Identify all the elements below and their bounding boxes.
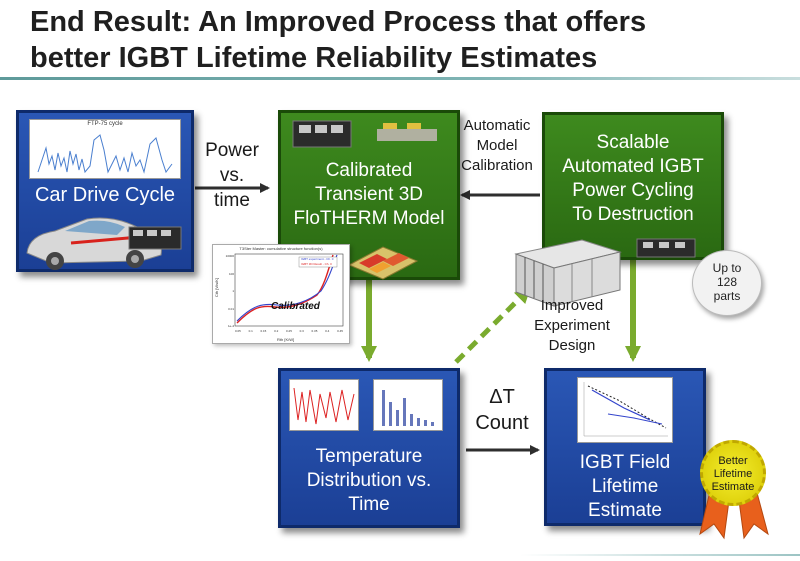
- improved-design-label: Improved Experiment Design: [522, 296, 622, 356]
- drive-cycle-waveform: [37, 134, 173, 174]
- temperature-distribution-label: Temperature Distribution vs. Time: [281, 445, 457, 517]
- car-drive-cycle-box: FTP-75 cycle Car Drive Cycle: [16, 110, 194, 272]
- power-vs-time-line-3: time: [214, 190, 250, 211]
- power-cycling-line-2: Automated IGBT: [562, 156, 704, 177]
- parts-capacity-sticker: Up to 128 parts: [692, 250, 762, 316]
- y-tick: 0.01: [228, 306, 234, 311]
- temperature-distribution-line-3: Time: [348, 494, 390, 515]
- x-tick: 0.3: [299, 329, 304, 333]
- automatic-calibration-label: Automatic Model Calibration: [448, 116, 546, 176]
- temperature-time-plot: [289, 379, 359, 431]
- structure-plot-xlabel: Rth [K/W]: [277, 337, 295, 342]
- improved-design-line-2: Experiment: [534, 317, 610, 334]
- structure-plot-y-ticks: 10000 100 1 0.01 1e-4: [215, 254, 234, 328]
- power-cycling-line-1: Scalable: [596, 132, 670, 153]
- delta-t-histogram: [373, 379, 443, 431]
- temperature-distribution-box: Temperature Distribution vs. Time: [278, 368, 460, 528]
- x-tick: 0.45: [337, 329, 343, 333]
- power-cycling-rack-illustration: [514, 239, 622, 307]
- delta-t-count-line-2: Count: [475, 412, 529, 434]
- calibrated-model-line-1: Calibrated: [325, 160, 413, 181]
- automatic-calibration-line-1: Automatic: [463, 117, 531, 134]
- x-tick: 0.4: [325, 329, 330, 333]
- structure-plot-legend-2: IGBT 3D Result - Ch. 0: [301, 262, 332, 266]
- automatic-calibration-line-3: Calibration: [461, 157, 533, 174]
- field-lifetime-line-1: IGBT Field: [579, 452, 671, 473]
- power-cycling-box: Scalable Automated IGBT Power Cycling To…: [542, 112, 724, 260]
- field-lifetime-label: IGBT Field Lifetime Estimate: [547, 451, 703, 523]
- temperature-distribution-line-2: Distribution vs.: [306, 470, 432, 491]
- power-cycling-line-3: Power Cycling: [572, 180, 694, 201]
- structure-plot-title: T3Ster Master: cumulative structure func…: [239, 246, 323, 251]
- title-line-2: better IGBT Lifetime Reliability Estimat…: [30, 42, 598, 74]
- drive-cycle-chart-title: FTP-75 cycle: [87, 121, 123, 127]
- igbt-module-image: [636, 238, 696, 258]
- structure-plot-calibrated-label: Calibrated: [271, 301, 320, 312]
- improved-design-line-3: Design: [548, 337, 596, 354]
- calibrated-model-label: Calibrated Transient 3D FloTHERM Model: [281, 159, 457, 231]
- calibrated-model-box: Calibrated Transient 3D FloTHERM Model: [278, 110, 460, 280]
- sticker-line-2: 128: [716, 275, 738, 289]
- x-tick: 0.05: [235, 329, 241, 333]
- igbt-module-images: [292, 120, 437, 148]
- car-drive-cycle-label: Car Drive Cycle: [34, 184, 176, 206]
- structure-function-curves: [234, 253, 344, 327]
- delta-t-count-label: ΔT Count: [462, 384, 542, 436]
- x-tick: 0.2: [274, 329, 279, 333]
- temperature-distribution-line-1: Temperature: [315, 446, 423, 467]
- title-divider: [0, 77, 800, 80]
- temperature-waveform: [293, 387, 355, 425]
- bottom-divider: [520, 554, 800, 556]
- power-vs-time-line-1: Power: [205, 140, 259, 161]
- medal-line-3: Estimate: [711, 481, 755, 493]
- calibrated-model-line-3: FloTHERM Model: [293, 208, 445, 229]
- calibrated-model-line-2: Transient 3D: [314, 184, 424, 205]
- automatic-calibration-line-2: Model: [476, 137, 518, 154]
- drive-cycle-chart-thumbnail: FTP-75 cycle: [29, 119, 181, 179]
- histogram-bars: [382, 390, 434, 426]
- improved-design-line-1: Improved: [540, 297, 604, 314]
- medal-line-1: Better: [718, 455, 748, 467]
- structure-plot-x-ticks: 0.05 0.1 0.15 0.2 0.25 0.3 0.35 0.4 0.45: [235, 329, 343, 333]
- power-vs-time-line-2: vs.: [219, 165, 245, 186]
- structure-function-plot: T3Ster Master: cumulative structure func…: [212, 244, 350, 344]
- title-line-1: End Result: An Improved Process that off…: [30, 6, 647, 38]
- thermal-model-render: [347, 246, 419, 280]
- better-lifetime-medal: Better Lifetime Estimate: [700, 440, 766, 506]
- slide-title: End Result: An Improved Process that off…: [30, 4, 790, 76]
- field-lifetime-box: IGBT Field Lifetime Estimate: [544, 368, 706, 526]
- field-lifetime-line-2: Lifetime: [591, 476, 659, 497]
- sticker-line-1: Up to: [712, 261, 742, 275]
- car-illustration: [26, 217, 182, 270]
- power-cycling-line-4: To Destruction: [572, 204, 694, 225]
- delta-t-count-line-1: ΔT: [489, 386, 515, 408]
- x-tick: 0.25: [286, 329, 292, 333]
- x-tick: 0.35: [311, 329, 318, 333]
- y-tick: 1: [232, 289, 234, 293]
- y-tick: 10000: [225, 254, 234, 258]
- field-lifetime-line-3: Estimate: [588, 500, 662, 521]
- lifetime-curves: [583, 382, 668, 437]
- power-cycling-label: Scalable Automated IGBT Power Cycling To…: [545, 131, 721, 227]
- x-tick: 0.15: [260, 329, 267, 333]
- y-tick: 100: [228, 271, 234, 276]
- medal-line-2: Lifetime: [713, 468, 753, 480]
- lifetime-curve-plot: [577, 377, 673, 443]
- power-vs-time-label: Power vs. time: [196, 138, 268, 213]
- y-tick: 1e-4: [227, 324, 234, 328]
- x-tick: 0.1: [248, 329, 253, 333]
- sticker-line-3: parts: [713, 289, 741, 303]
- structure-plot-legend-1: IGBT experiment - Ch. 0: [301, 257, 334, 261]
